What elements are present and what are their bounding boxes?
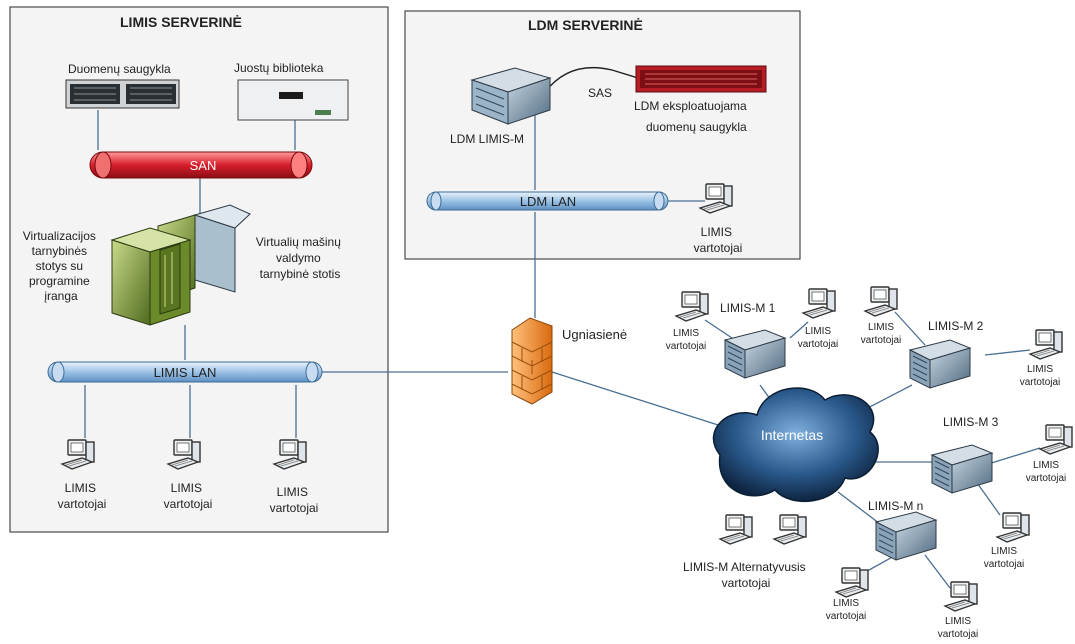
sas-label: SAS [588,86,612,100]
remote-server-icon [931,444,993,494]
ldm-storage-label: LDM eksploatuojama duomenų saugykla [634,99,750,134]
virtualization-label: Virtualizacijos tarnybinės stotys su pro… [23,229,100,303]
san-bus [89,151,313,179]
storage-label: Duomenų saugykla [68,62,171,76]
vm-management-label: Virtualių mašinų valdymo tarnybinė stoti… [256,235,345,281]
virtualization-servers [110,204,251,326]
san-label: SAN [190,158,217,173]
ldm-lan-label: LDM LAN [520,194,576,209]
workstation-icon [944,581,978,612]
remote-server-label: LIMIS-M 1 [720,301,776,315]
remote-server-label: LIMIS-M 3 [943,415,999,429]
ldm-server-room-box [404,10,801,260]
workstation-icon [1029,329,1063,360]
workstation-icon [675,291,709,322]
remote-server-icon [875,511,937,561]
internet-label: Internetas [761,427,823,443]
remote-server-label: LIMIS-M n [868,499,923,513]
workstation-icon [835,567,869,598]
storage-array [65,79,180,109]
limis-lan-bus [47,361,323,383]
user-label: LIMIS vartotojai [694,225,743,255]
remote-server-label: LIMIS-M 2 [928,319,984,333]
workstation-icon [1039,424,1073,455]
ldm-lan-bus [426,191,669,211]
user-label: LIMIS vartotojai [58,481,107,511]
user-label: LIMIS vartotojai [164,481,213,511]
ldm-storage-array [635,65,767,93]
ldm-room-title: LDM SERVERINĖ [528,17,643,33]
internet-cloud-icon [712,387,879,503]
firewall-label: Ugniasienė [562,327,627,342]
sas-cable [544,66,639,93]
limis-room-title: LIMIS SERVERINĖ [120,14,242,30]
workstation-icon [996,512,1030,543]
user-label: LIMIS vartotojai [270,485,319,515]
workstation-icon [773,514,807,545]
alternative-user-label: LIMIS-M Alternatyvusis vartotojai [683,560,809,590]
remote-server-icon [724,329,786,379]
tape-library-label: Juostų biblioteka [234,61,324,75]
limis-lan-label: LIMIS LAN [154,365,217,380]
ldm-server [470,67,552,125]
workstation-icon [864,286,898,317]
tape-library [237,79,349,121]
workstation-icon [719,514,753,545]
remote-server-icon [909,339,971,389]
ldm-server-label: LDM LIMIS-M [450,132,524,146]
workstation-icon [802,288,836,319]
firewall-icon [511,317,553,405]
